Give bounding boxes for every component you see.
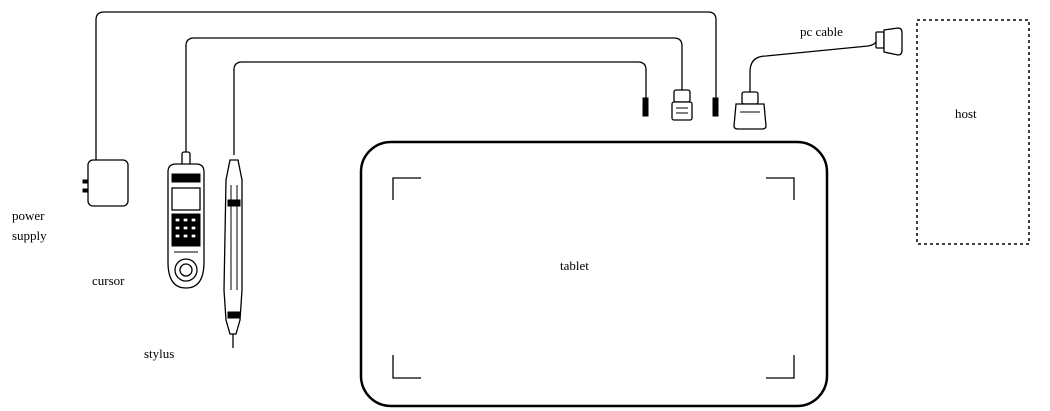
active-area-corner-top-left bbox=[392, 177, 421, 200]
tablet-label: tablet bbox=[560, 258, 589, 273]
power-jack bbox=[712, 97, 719, 117]
stylus-label: stylus bbox=[144, 346, 174, 361]
pc-cable-tablet-connector bbox=[733, 91, 767, 130]
pc-cable-host-connector bbox=[875, 27, 903, 56]
power-supply-label-line2: supply bbox=[12, 228, 47, 243]
cursor-connector bbox=[671, 89, 693, 121]
stylus-cable bbox=[233, 61, 647, 155]
cursor-label: cursor bbox=[92, 273, 125, 288]
power-supply bbox=[82, 159, 129, 207]
cursor-cable bbox=[185, 37, 683, 152]
active-area-corner-bottom-left bbox=[392, 355, 421, 379]
power-supply-label-line1: power bbox=[12, 208, 45, 223]
tablet bbox=[359, 140, 829, 408]
power-supply-cable bbox=[95, 11, 717, 160]
cursor-device bbox=[167, 151, 205, 289]
active-area-corner-bottom-right bbox=[766, 355, 795, 379]
host-label: host bbox=[955, 106, 977, 121]
active-area-corner-top-right bbox=[766, 177, 795, 200]
pc-cable bbox=[749, 41, 877, 92]
pc-cable-label: pc cable bbox=[800, 24, 843, 39]
stylus-device bbox=[223, 159, 243, 348]
stylus-jack bbox=[642, 97, 649, 117]
host-box bbox=[916, 19, 1030, 245]
